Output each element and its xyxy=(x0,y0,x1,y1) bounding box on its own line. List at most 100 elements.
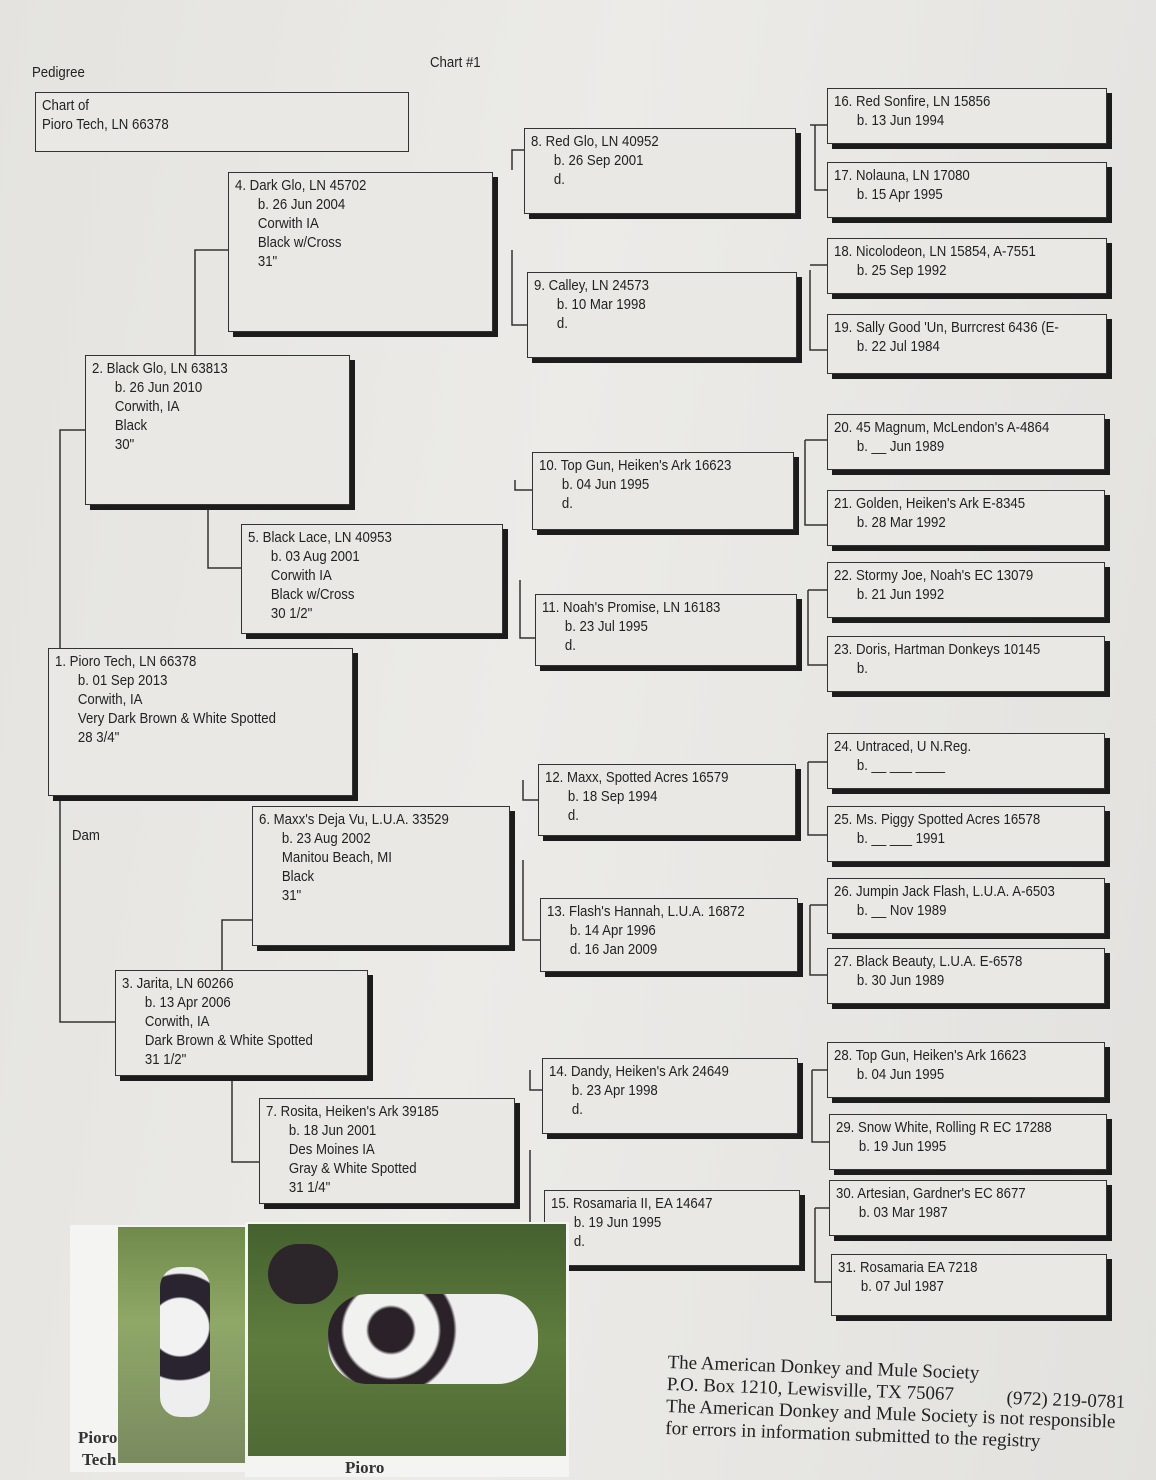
animal-name: 15. Rosamaria II, EA 14647 xyxy=(551,1195,713,1212)
animal-name: 11. Noah's Promise, LN 16183 xyxy=(542,599,721,616)
animal-detail: b. 04 Jun 1995 xyxy=(856,1066,945,1083)
animal-name: 7. Rosita, Heiken's Ark 39185 xyxy=(266,1103,439,1120)
animal-name: 20. 45 Magnum, McLendon's A-4864 xyxy=(834,419,1050,436)
animal-detail: b. 25 Sep 1992 xyxy=(856,262,947,279)
animal-detail: b. 10 Mar 1998 xyxy=(556,296,646,313)
animal-name: 31. Rosamaria EA 7218 xyxy=(838,1259,978,1276)
animal-detail: b. 18 Sep 1994 xyxy=(567,788,658,805)
animal-detail: b. 23 Aug 2002 xyxy=(281,830,371,847)
animal-detail: b. 28 Mar 1992 xyxy=(856,514,946,531)
page-title: Pedigree xyxy=(32,64,85,81)
animal-name: 14. Dandy, Heiken's Ark 24649 xyxy=(549,1063,729,1080)
pedigree-box-7: 7. Rosita, Heiken's Ark 39185 b. 18 Jun 2… xyxy=(259,1098,515,1204)
pedigree-box-15: 15. Rosamaria II, EA 14647 b. 19 Jun 1995… xyxy=(544,1190,800,1266)
animal-detail: b. 19 Jun 1995 xyxy=(573,1214,662,1231)
animal-detail: d. xyxy=(564,637,576,654)
animal-detail: b. __ Jun 1989 xyxy=(856,438,945,455)
animal-detail: b. 18 Jun 2001 xyxy=(288,1122,377,1139)
pedigree-box-31: 31. Rosamaria EA 7218 b. 07 Jul 1987 xyxy=(831,1254,1107,1316)
animal-detail: b. 19 Jun 1995 xyxy=(858,1138,947,1155)
photo-label-tech: Tech xyxy=(82,1450,117,1469)
animal-name: 4. Dark Glo, LN 45702 xyxy=(235,177,367,194)
animal-detail: Corwith, IA xyxy=(114,398,180,415)
animal-detail: Corwith, IA xyxy=(144,1013,210,1030)
animal-name: 23. Doris, Hartman Donkeys 10145 xyxy=(834,641,1041,658)
animal-name: 22. Stormy Joe, Noah's EC 13079 xyxy=(834,567,1034,584)
animal-detail: b. 07 Jul 1987 xyxy=(860,1278,944,1295)
animal-detail: 30 1/2" xyxy=(270,605,313,622)
chart-of-label: Chart of xyxy=(42,97,89,114)
chart-of-box: Chart of Pioro Tech, LN 66378 xyxy=(35,92,409,152)
animal-detail: 31 1/2" xyxy=(144,1051,187,1068)
animal-name: 18. Nicolodeon, LN 15854, A-7551 xyxy=(834,243,1036,260)
photo-label-pioro: Pioro xyxy=(345,1458,385,1477)
animal-detail: b. 01 Sep 2013 xyxy=(77,672,168,689)
animal-detail: b. 26 Jun 2004 xyxy=(257,196,346,213)
animal-name: 16. Red Sonfire, LN 15856 xyxy=(834,93,991,110)
pedigree-box-12: 12. Maxx, Spotted Acres 16579 b. 18 Sep 1… xyxy=(538,764,796,836)
animal-detail: Very Dark Brown & White Spotted xyxy=(77,710,276,727)
animal-detail: b. 13 Apr 2006 xyxy=(144,994,231,1011)
animal-detail: b. 14 Apr 1996 xyxy=(569,922,656,939)
animal-detail: Black xyxy=(114,417,148,434)
animal-detail: b. __ ___ ____ xyxy=(856,757,945,774)
pedigree-box-18: 18. Nicolodeon, LN 15854, A-7551 b. 25 Se… xyxy=(827,238,1107,294)
animal-name: 27. Black Beauty, L.U.A. E-6578 xyxy=(834,953,1023,970)
animal-name: 9. Calley, LN 24573 xyxy=(534,277,649,294)
animal-name: 6. Maxx's Deja Vu, L.U.A. 33529 xyxy=(259,811,449,828)
animal-detail: b. __ Nov 1989 xyxy=(856,902,947,919)
dam-label: Dam xyxy=(72,827,100,844)
pedigree-box-29: 29. Snow White, Rolling R EC 17288 b. 19 … xyxy=(829,1114,1107,1170)
animal-detail: Dark Brown & White Spotted xyxy=(144,1032,313,1049)
animal-detail: b. 23 Jul 1995 xyxy=(564,618,648,635)
animal-name: 1. Pioro Tech, LN 66378 xyxy=(55,653,197,670)
animal-name: 19. Sally Good 'Un, Burrcrest 6436 (E- xyxy=(834,319,1059,336)
animal-name: 3. Jarita, LN 60266 xyxy=(122,975,234,992)
animal-detail: Manitou Beach, MI xyxy=(281,849,392,866)
donkey-photo-image xyxy=(118,1227,248,1463)
animal-detail: 31 1/4" xyxy=(288,1179,331,1196)
animal-name: 29. Snow White, Rolling R EC 17288 xyxy=(836,1119,1052,1136)
chart-number: Chart #1 xyxy=(430,54,481,71)
photo-label-pioro: Pioro xyxy=(78,1428,118,1447)
animal-name: 24. Untraced, U N.Reg. xyxy=(834,738,972,755)
animal-detail: b. 23 Apr 1998 xyxy=(571,1082,658,1099)
animal-detail: b. 03 Mar 1987 xyxy=(858,1204,948,1221)
animal-detail: b. 13 Jun 1994 xyxy=(856,112,945,129)
animal-detail: Corwith IA xyxy=(257,215,319,232)
animal-detail: b. 26 Jun 2010 xyxy=(114,379,203,396)
pedigree-box-16: 16. Red Sonfire, LN 15856 b. 13 Jun 1994 xyxy=(827,88,1107,144)
animal-detail: Des Moines IA xyxy=(288,1141,375,1158)
pedigree-box-20: 20. 45 Magnum, McLendon's A-4864 b. __ Ju… xyxy=(827,414,1105,470)
animal-name: 12. Maxx, Spotted Acres 16579 xyxy=(545,769,729,786)
animal-detail: d. xyxy=(567,807,579,824)
animal-detail: d. xyxy=(553,171,565,188)
animal-detail: b. 04 Jun 1995 xyxy=(561,476,650,493)
pedigree-box-24: 24. Untraced, U N.Reg. b. __ ___ ____ xyxy=(827,733,1105,789)
animal-detail: Black w/Cross xyxy=(270,586,355,603)
pedigree-box-10: 10. Top Gun, Heiken's Ark 16623 b. 04 Jun… xyxy=(532,452,794,530)
animal-detail: 31" xyxy=(281,887,302,904)
pedigree-box-19: 19. Sally Good 'Un, Burrcrest 6436 (E-b.… xyxy=(827,314,1107,374)
animal-name: 10. Top Gun, Heiken's Ark 16623 xyxy=(539,457,732,474)
photo-pioro-tech: Pioro Tech xyxy=(70,1225,250,1472)
animal-detail: 28 3/4" xyxy=(77,729,120,746)
animal-detail: d. xyxy=(571,1101,583,1118)
animal-name: 13. Flash's Hannah, L.U.A. 16872 xyxy=(547,903,745,920)
pedigree-box-11: 11. Noah's Promise, LN 16183 b. 23 Jul 19… xyxy=(535,594,797,666)
animal-detail: d. xyxy=(561,495,573,512)
